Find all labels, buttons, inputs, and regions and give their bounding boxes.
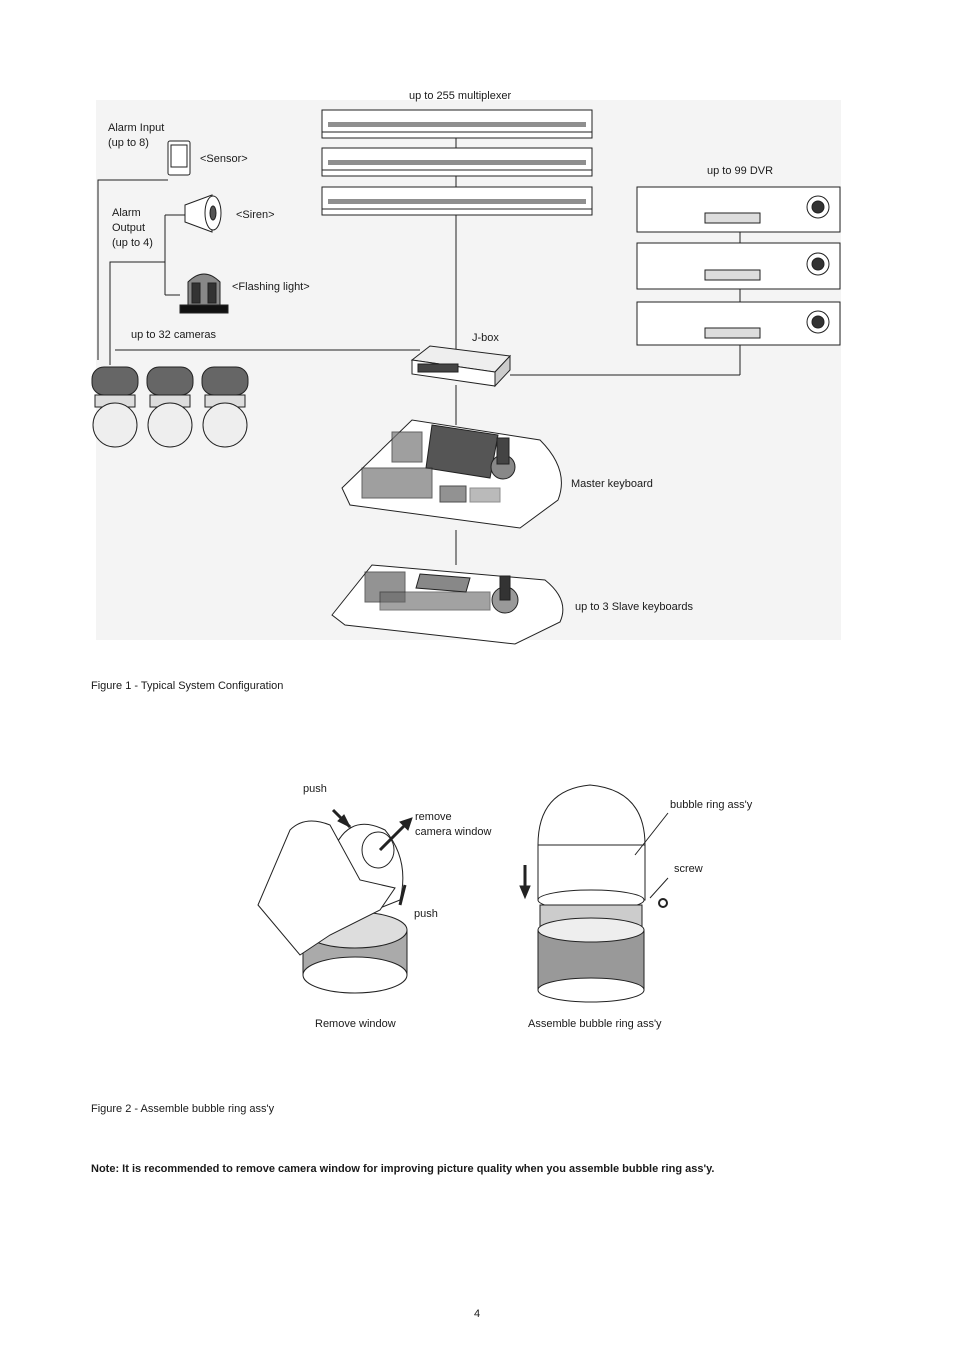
alarm-input-line [97,179,168,360]
flashing-light-icon [179,273,229,314]
remove-window-illustration [257,808,413,994]
camera-icon [91,366,139,448]
alarm-input-label: Alarm Input (up to 8) [108,122,165,149]
assemble-illustration [519,784,669,1003]
slave-keyboard-icon [331,564,564,645]
flashing-light-label: <Flashing light> [232,281,310,293]
alarm-output-label: Alarm Output (up to 4) [112,207,153,249]
dvr-unit [636,301,841,346]
remove-window-label: Remove window [315,1018,396,1030]
screw-pointer [649,877,669,899]
siren-icon [184,194,222,233]
figure-2-caption: Figure 2 - Assemble bubble ring ass'y [91,1103,275,1115]
page-number: 4 [473,1308,481,1320]
multiplexer-label: up to 255 multiplexer [409,90,512,102]
screw-label: screw [674,863,703,875]
remove-arrow-icon [378,820,410,852]
sensor-icon [167,140,191,176]
remove-camera-window-label: remove camera window [415,811,492,838]
dvr-label: up to 99 DVR [707,165,774,177]
alarm-output-line [109,261,165,365]
cameras-label: up to 32 cameras [131,329,216,341]
master-keyboard-icon [341,419,562,529]
screw-icon [658,898,668,908]
camera-icon [201,366,249,448]
sensor-label: <Sensor> [200,153,248,165]
hand-icon [257,820,396,956]
assemble-label: Assemble bubble ring ass'y [528,1018,662,1030]
push-side-arrow-icon [398,884,407,906]
push-top-label: push [303,783,327,795]
slave-keyboards-label: up to 3 Slave keyboards [575,601,694,613]
camera-group [91,366,249,448]
dvr-unit [636,186,841,233]
bubble-ring-pointer [634,812,669,856]
bubble-ring-label: bubble ring ass'y [670,799,753,811]
camera-icon [146,366,194,448]
camera-window-icon [361,831,395,869]
master-keyboard-label: Master keyboard [571,478,653,490]
dvr-stack [636,186,841,346]
jbox-icon [410,345,512,388]
note-text: Note: It is recommended to remove camera… [91,1163,715,1175]
push-side-label: push [414,908,438,920]
jbox-label: J-box [472,332,499,344]
siren-label: <Siren> [236,209,275,221]
figure-1-caption: Figure 1 - Typical System Configuration [91,680,284,692]
dvr-unit [636,242,841,290]
